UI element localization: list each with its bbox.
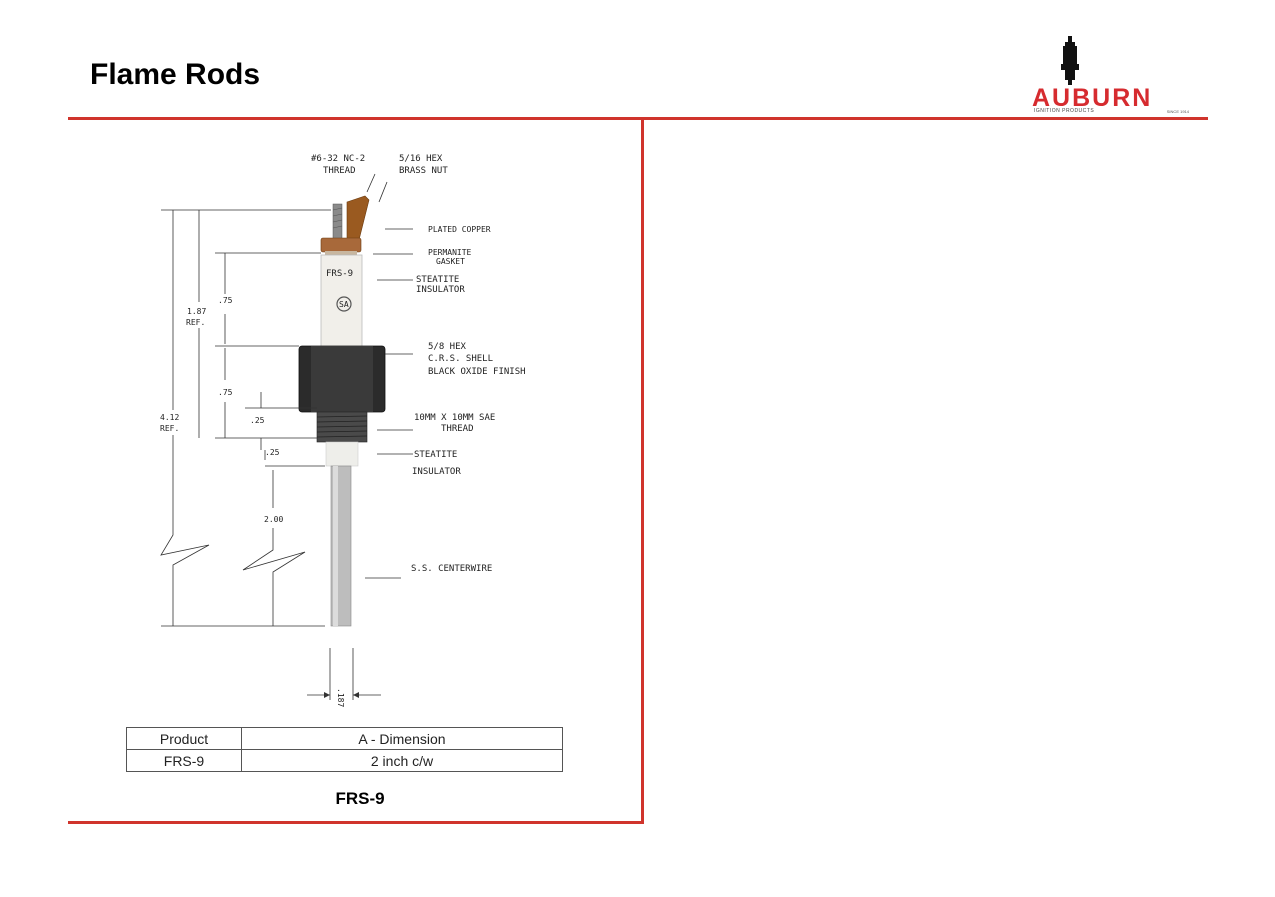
table-row: FRS-9 2 inch c/w: [126, 749, 563, 772]
dim-wire-dia: .187: [336, 688, 345, 707]
table-cell-product: FRS-9: [126, 749, 242, 772]
steatite-insulator-bottom: [325, 441, 359, 467]
table-header-row: Product A - Dimension: [126, 727, 563, 750]
callout-gasket-1: PERMANITE: [428, 248, 472, 257]
brass-nut: [346, 195, 370, 241]
callout-thread-bottom-2: THREAD: [441, 424, 474, 434]
plated-copper-washer: [320, 237, 362, 253]
callout-insulator-top-1: STEATITE: [416, 275, 459, 285]
callout-plated-copper: PLATED COPPER: [428, 225, 491, 234]
callout-insulator-top-2: INSULATOR: [416, 285, 465, 295]
callout-brass-nut-1: 5/16 HEX: [399, 154, 443, 164]
callout-thread-top-2: THREAD: [323, 166, 356, 176]
dim-d4: .25: [265, 448, 280, 457]
logo-tagline: IGNITION PRODUCTS: [1034, 108, 1095, 114]
dim-d3: .25: [250, 416, 265, 425]
diagram-caption: FRS-9: [335, 789, 385, 808]
part-marking: FRS-9: [326, 269, 353, 279]
flame-rod-drawing: FRS-9 SA: [160, 154, 526, 707]
csa-mark-icon: [336, 296, 352, 312]
callout-brass-nut-2: BRASS NUT: [399, 166, 448, 176]
dim-d1: .75: [218, 296, 233, 305]
callout-centerwire: S.S. CENTERWIRE: [411, 564, 492, 574]
logo-wordmark: AUBURN: [1032, 84, 1153, 112]
auburn-logo: AUBURN IGNITION PRODUCTS SINCE 1914: [1030, 34, 1195, 118]
table-header-product: Product: [126, 727, 242, 750]
dim-d2: .75: [218, 388, 233, 397]
steatite-insulator-top: [320, 254, 363, 351]
dim-a: 2.00: [264, 515, 283, 524]
callout-shell-1: 5/8 HEX: [428, 342, 467, 352]
gasket: [325, 251, 357, 255]
page-title: Flame Rods: [90, 58, 261, 91]
callout-thread-top-1: #6-32 NC-2: [311, 154, 365, 164]
spec-table: Product A - Dimension FRS-9 2 inch c/w: [126, 727, 563, 772]
dim-overall-2: REF.: [160, 424, 179, 433]
spark-plug-logo-icon: [1061, 36, 1079, 85]
dim-overall-1: 4.12: [160, 413, 179, 422]
callout-thread-bottom-1: 10MM X 10MM SAE: [414, 413, 495, 423]
svg-text:SA: SA: [339, 300, 349, 309]
dim-upper-2: REF.: [186, 318, 205, 327]
callout-insulator-bottom-1: STEATITE: [414, 450, 457, 460]
footer-divider: [68, 821, 644, 824]
callout-insulator-bottom-2: INSULATOR: [412, 467, 461, 477]
callout-shell-3: BLACK OXIDE FINISH: [428, 367, 526, 377]
flame-rod-diagram: FRS-9 SA: [125, 140, 565, 720]
callout-shell-2: C.R.S. SHELL: [428, 354, 493, 364]
table-cell-dimension: 2 inch c/w: [241, 749, 563, 772]
dim-upper-1: 1.87: [187, 307, 206, 316]
table-header-dimension: A - Dimension: [241, 727, 563, 750]
logo-note: SINCE 1914: [1166, 109, 1189, 114]
panel-divider: [641, 118, 644, 824]
callout-gasket-2: GASKET: [436, 257, 465, 266]
header-divider: [68, 117, 1208, 120]
